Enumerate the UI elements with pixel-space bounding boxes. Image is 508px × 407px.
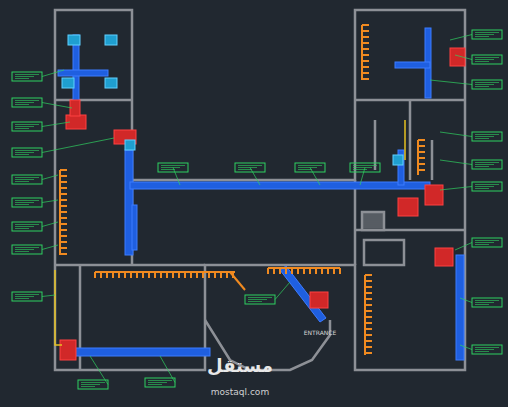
stair (362, 213, 384, 227)
watermark: مستقل (207, 357, 273, 375)
air-handling-unit (60, 48, 465, 360)
diffuser (62, 35, 403, 165)
room-label: ENTRANCE (304, 330, 336, 336)
watermark: mostaql.com (211, 388, 269, 397)
supply-duct (58, 28, 464, 360)
grille-row (60, 25, 425, 355)
drain-line (55, 120, 405, 345)
walls (55, 10, 465, 370)
callout-tag (12, 30, 502, 389)
